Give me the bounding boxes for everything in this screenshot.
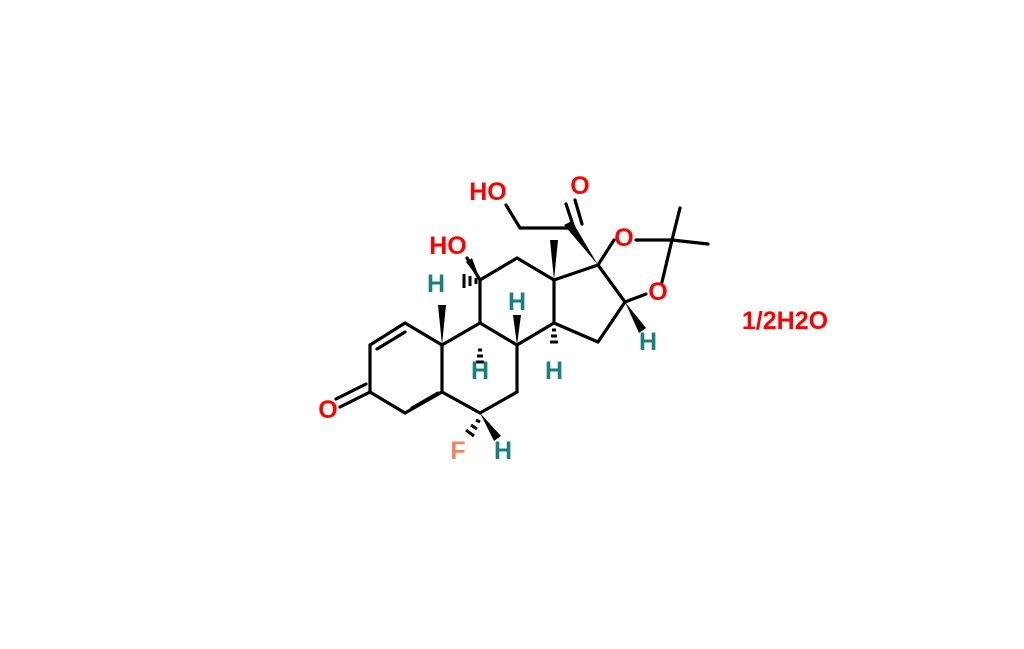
- wedge-bonds: [438, 221, 646, 441]
- c11-hydroxyl: HO: [429, 232, 467, 260]
- acetal-oxygen-lower: O: [648, 278, 667, 306]
- h-c11: H: [427, 270, 445, 298]
- double-bonds: [334, 198, 584, 410]
- atom-labels: O HO HO O O O F H H H H H H: [318, 172, 667, 465]
- hydrate-note: 1/2H2O: [742, 307, 828, 335]
- h-c9: H: [471, 357, 489, 385]
- h-c8: H: [508, 288, 526, 316]
- h-c6: H: [494, 437, 512, 465]
- ketone-oxygen-top: O: [570, 172, 589, 200]
- h-c16: H: [639, 328, 657, 356]
- hashed-bonds: [462, 274, 558, 438]
- fluorine-atom: F: [450, 437, 465, 465]
- side-chain-hydroxyl: HO: [469, 178, 507, 206]
- acetal-oxygen-upper: O: [614, 224, 633, 252]
- ring-a-ketone-oxygen: O: [318, 396, 337, 424]
- h-c14: H: [545, 357, 563, 385]
